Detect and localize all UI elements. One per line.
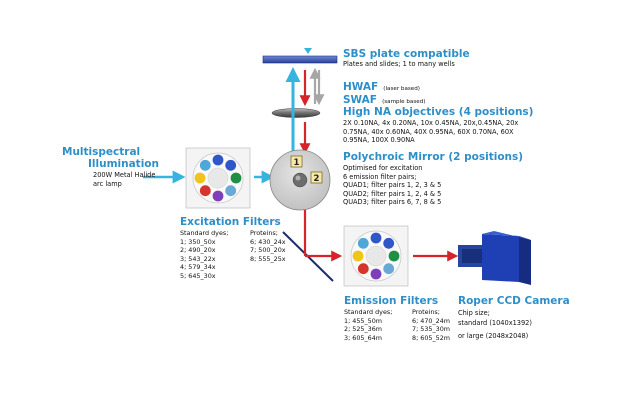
excitation-header: Proteins; [250,229,278,237]
filter-slot [194,172,206,184]
excitation-cell: 5; 645_30x [180,271,216,280]
emission-filter-wheel-icon [343,225,409,287]
objectives-list: 2X 0.10NA, 4x 0.20NA, 10x 0.45NA, 20x,0.… [343,120,518,146]
emission-cell: 6; 470_24m [412,316,451,325]
sbs-subtitle: Plates and slides; 1 to many wells [343,60,455,68]
emission-path-red-arrows [303,210,459,262]
objectives-line: 0.75NA, 40x 0.60NA, 40X 0.95NA, 60X 0.70… [343,127,514,136]
emission-title: Emission Filters [344,295,439,307]
excitation-cell [250,264,310,271]
excitation-header: Standard dyes; [180,229,229,237]
camera-details: Chip size; standard (1040x1392) or large… [458,310,532,343]
swaf-note: (sample based) [382,99,426,105]
filter-slot [225,159,237,171]
polychroic-mirror-turret-icon: 1 2 [269,149,331,211]
polychroic-list: Optimised for excitation 6 emission filt… [343,165,441,208]
emission-cell: 8; 605_52m [412,333,451,342]
filter-slot [370,232,382,244]
emission-cell: 7; 535_30m [412,325,451,333]
excitation-cell: 4; 579_34x [180,263,216,271]
filter-slot [383,237,395,249]
polychroic-line: QUAD3; filter pairs 6, 7, 8 & 5 [343,198,442,207]
emission-table: Standard dyes; Proteins; 1; 455_50m 6; 4… [344,309,472,342]
objectives-line: 2X 0.10NA, 4x 0.20NA, 10x 0.45NA, 20x,0.… [343,119,519,127]
emission-cell: 3; 605_64m [344,333,383,342]
excitation-cell: 3; 543_22x [180,254,216,263]
mirror-position-2-badge [310,171,323,184]
filter-slot [199,159,211,171]
mirror-position-2-label: 2 [314,174,320,184]
excitation-cell: 7; 500_20x [250,246,286,254]
excitation-filter-wheel-icon [185,147,251,209]
polychroic-line: 6 emission filter pairs; [343,172,417,181]
polychroic-line: Optimised for excitation [343,164,423,172]
filter-slot [230,172,242,184]
camera-title: Roper CCD Camera [458,295,570,307]
filter-slot [225,185,237,197]
emission-cell: 2; 525_36m [344,325,383,333]
illumination-subtitle-line-2: arc lamp [93,180,122,188]
filter-slot [357,263,369,275]
camera-line: Chip size; [458,309,490,317]
excitation-cell: 8; 555_25x [250,254,286,263]
beam-gray-arrows [309,67,325,106]
swaf-title: SWAF [343,94,377,106]
hwaf-label: HWAF (laser based) [343,77,420,93]
mirror-position-1-label: 1 [294,158,300,168]
camera-line: or large (2048x2048) [458,332,529,340]
illumination-title-line-1: Multispectral [62,146,141,158]
filter-slot [388,250,400,262]
polychroic-title: Polychroic Mirror (2 positions) [343,151,524,163]
excitation-title: Excitation Filters [180,216,281,228]
excitation-cell: 2; 490_20x [180,246,216,254]
camera-line: standard (1040x1392) [458,319,532,327]
filter-slot [383,263,395,275]
excitation-table: Standard dyes; Proteins; 1; 350_50x 6; 4… [180,230,310,280]
illumination-title-line-2: Illumination [88,158,159,170]
hwaf-note: (laser based) [383,86,420,92]
polychroic-line: QUAD1; filter pairs 1, 2, 3 & 5 [343,181,442,190]
excitation-cell: 1; 350_50x [180,237,216,246]
hwaf-title: HWAF [343,81,379,93]
filter-slot [212,154,224,166]
filter-slot [352,250,364,262]
polychroic-line: QUAD2; filter pairs 1, 2, 4 & 5 [343,189,442,198]
emission-cell: 1; 455_50m [344,316,383,325]
emission-header: Standard dyes; [344,308,393,316]
filter-slot [199,185,211,197]
ccd-camera-icon [458,231,531,285]
sbs-plate-icon [262,48,338,64]
excitation-cell [250,273,310,280]
filter-slot [370,268,382,280]
objectives-title: High NA objectives (4 positions) [343,106,534,118]
filter-slot [357,237,369,249]
excitation-cell: 6; 430_24x [250,237,286,246]
mirror-position-1-badge [290,155,303,168]
lens-icon [271,108,321,118]
filter-slot [212,190,224,202]
objectives-line: 0.95NA, 100X 0.90NA [343,136,415,145]
illumination-subtitle-line-1: 200W Metal Halide [93,171,156,179]
sbs-title: SBS plate compatible [343,48,470,60]
swaf-label: SWAF (sample based) [343,90,425,106]
emission-header: Proteins; [412,308,440,316]
